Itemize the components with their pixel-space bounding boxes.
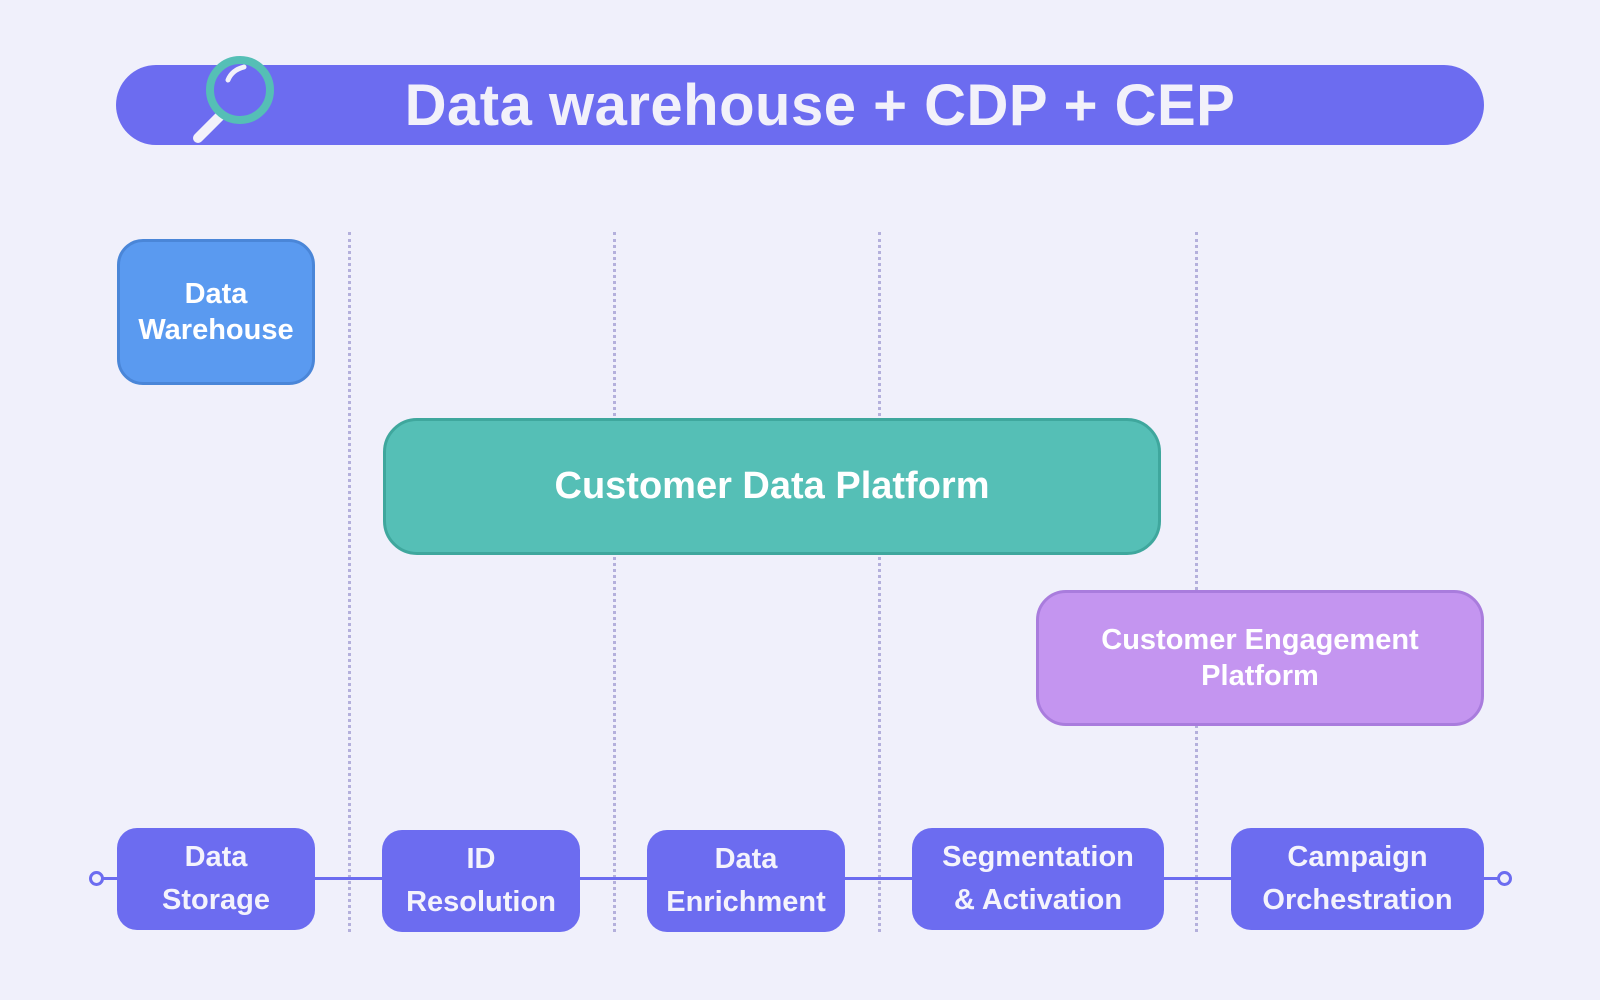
stage-label: Campaign Orchestration [1262, 840, 1453, 917]
page-title: Data warehouse + CDP + CEP [404, 72, 1236, 138]
stage-divider [1195, 232, 1198, 932]
stage-divider [878, 232, 881, 932]
timeline-start-node [89, 871, 104, 886]
stage-divider [613, 232, 616, 932]
stage-label: ID Resolution [406, 842, 556, 919]
stage-label: Data Storage [162, 840, 270, 917]
stage-label: Data Enrichment [666, 842, 826, 919]
stage-divider [348, 232, 351, 932]
cep-label: Customer Engagement Platform [1101, 623, 1419, 692]
data-warehouse-label: Data Warehouse [138, 277, 294, 346]
magnifier-icon [193, 56, 274, 143]
stage-campaign-orchestration: Campaign Orchestration [1231, 828, 1484, 930]
data-warehouse-box: Data Warehouse [117, 239, 315, 385]
stage-data-storage: Data Storage [117, 828, 315, 930]
cdp-label: Customer Data Platform [554, 465, 990, 507]
stage-id-resolution: ID Resolution [382, 830, 580, 932]
customer-engagement-platform-box: Customer Engagement Platform [1036, 590, 1484, 726]
stage-data-enrichment: Data Enrichment [647, 830, 845, 932]
title-banner: Data warehouse + CDP + CEP [116, 65, 1484, 145]
customer-data-platform-box: Customer Data Platform [383, 418, 1161, 555]
stage-segmentation-activation: Segmentation & Activation [912, 828, 1164, 930]
timeline-end-node [1497, 871, 1512, 886]
stage-label: Segmentation & Activation [942, 840, 1134, 917]
